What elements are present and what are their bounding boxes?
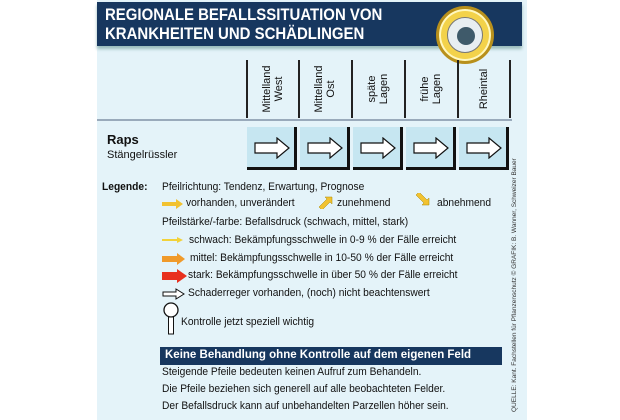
source-credit: QUELLE: Kant. Fachstellen für Pflanzensc… [511,158,518,412]
legend-direction: Pfeilrichtung: Tendenz, Erwartung, Progn… [162,181,365,193]
strong-arrow-icon [162,269,187,283]
medium-arrow-icon [162,253,185,265]
pest-label: Stängelrüssler [107,149,178,161]
region-cell [459,127,509,170]
legend-decreasing: abnehmend [437,197,492,209]
crop-label: Raps [107,132,139,147]
legend-none: Schaderreger vorhanden, (noch) nicht bea… [188,287,430,299]
outline-arrow-right-icon [254,137,290,159]
outline-arrow-right-icon [307,137,343,159]
legend-medium: mittel: Bekämpfungsschwelle in 10-50 % d… [190,252,454,264]
note: Steigende Pfeile bedeuten keinen Aufruf … [162,366,422,378]
legend-control: Kontrolle jetzt speziell wichtig [181,316,315,328]
outline-arrow-right-icon [466,137,502,159]
note: Der Befallsdruck kann auf unbehandelten … [162,400,449,412]
region-cell [300,127,350,170]
legend-unchanged: vorhanden, unverändert [186,197,295,209]
outline-arrow-icon [162,288,185,300]
region-cell [247,127,297,170]
legend-strong: stark: Bekämpfungsschwelle in über 50 % … [188,269,458,281]
legend-increasing: zunehmend [337,197,391,209]
legend-strength: Pfeilstärke/-farbe: Befallsdruck (schwac… [162,216,409,228]
region-cell [406,127,456,170]
magnifier-icon [163,302,179,335]
divider [97,119,512,121]
outline-arrow-right-icon [360,137,396,159]
notice-banner: Keine Behandlung ohne Kontrolle auf dem … [160,347,502,365]
legend-weak: schwach: Bekämpfungsschwelle in 0-9 % de… [189,234,457,246]
weak-arrow-icon [162,237,183,243]
arrow-up-right-icon [318,196,333,209]
legend-label: Legende: [102,181,148,193]
yellow-arrow-right-icon [162,199,183,209]
note: Die Pfeile beziehen sich generell auf al… [162,383,446,395]
column-header: Rheintal [478,68,490,110]
outline-arrow-right-icon [413,137,449,159]
region-cell [353,127,403,170]
arrow-down-right-icon [415,193,430,206]
barometer-icon [436,6,494,64]
